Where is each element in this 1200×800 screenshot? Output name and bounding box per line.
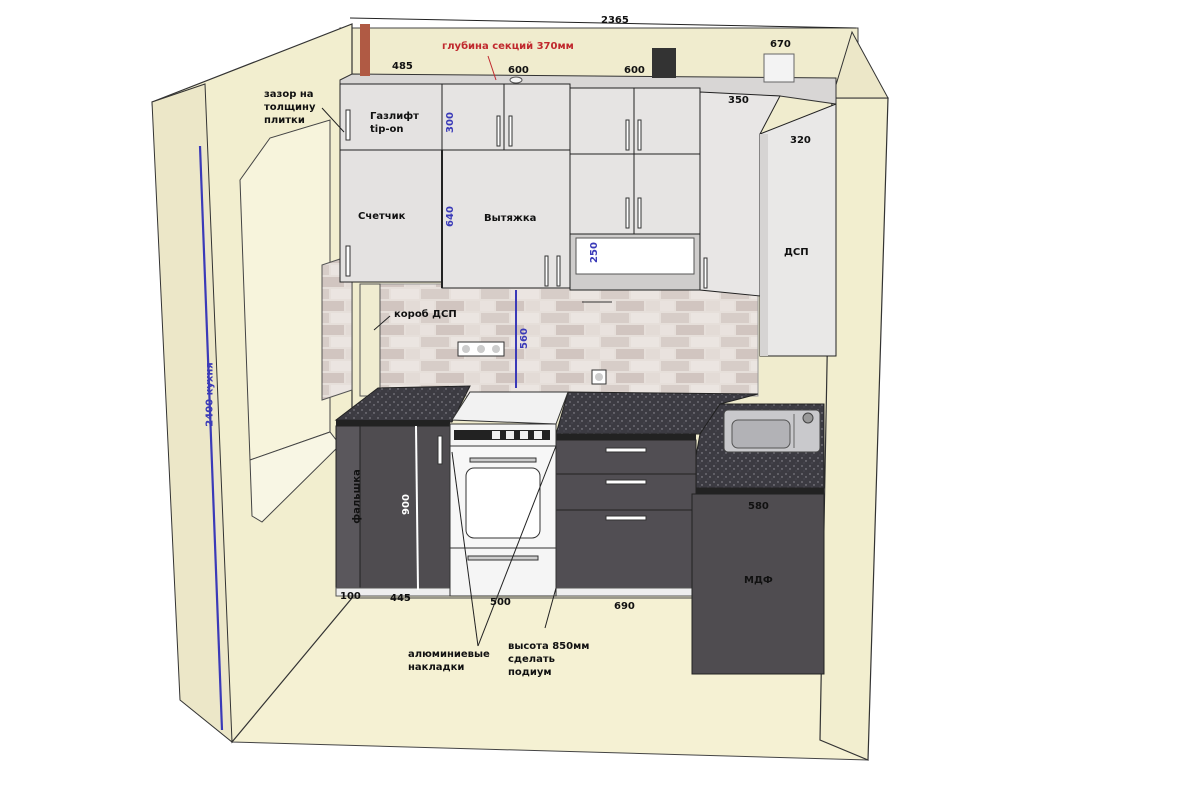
podium-note: высота 850мм сделать подиум <box>508 641 590 678</box>
window-opening <box>239 119 331 461</box>
dim-900: 900 <box>400 494 412 515</box>
dim-350: 350 <box>728 95 749 106</box>
gaslift-label: Газлифт tip-on <box>370 111 419 135</box>
leader-line-box <box>373 315 391 331</box>
vent-box <box>652 48 676 78</box>
dim-580: 580 <box>748 501 769 512</box>
aluminium-note: алюминиевые накладки <box>408 649 490 673</box>
left-wall-front <box>151 83 233 744</box>
dim-600-a: 600 <box>508 65 529 76</box>
overall-dimension-line <box>349 17 857 29</box>
hood-label: Вытяжка <box>484 213 537 224</box>
countertop-edge-corner <box>690 488 824 494</box>
dim-100: 100 <box>340 591 361 602</box>
dim-445: 445 <box>390 593 411 604</box>
box-dsp-label: короб ДСП <box>394 309 457 320</box>
dim-600-b: 600 <box>624 65 645 76</box>
dim-300: 300 <box>444 112 456 133</box>
dim-485: 485 <box>392 61 413 72</box>
leader-line-3 <box>544 587 557 629</box>
leader-line-1 <box>451 451 479 647</box>
stove <box>449 391 569 597</box>
boiler-box <box>763 53 795 83</box>
upper-cabinets <box>339 73 837 357</box>
kitchen-height-label: 2400 кухня <box>204 362 216 427</box>
countertop-edge-right <box>556 434 696 440</box>
right-wall-edge <box>831 30 889 99</box>
dim-500: 500 <box>490 597 511 608</box>
meter-label: Счетчик <box>358 211 406 222</box>
round-vent <box>509 76 523 84</box>
dsp-label: ДСП <box>784 247 809 258</box>
depth-note-label: глубина секций 370мм <box>442 41 574 52</box>
filler-label: фальшка <box>351 469 363 524</box>
dim-670: 670 <box>770 39 791 50</box>
sink <box>723 409 821 453</box>
socket-block <box>457 341 607 385</box>
mdf-label: МДФ <box>744 575 773 586</box>
countertop-edge <box>336 420 450 426</box>
gas-pipe <box>360 24 370 76</box>
window-sill <box>249 431 341 523</box>
leader-line-depth <box>487 55 497 81</box>
dim-640: 640 <box>444 206 456 227</box>
height-dimension-line <box>198 145 224 731</box>
dim-250: 250 <box>588 242 600 263</box>
dim-560: 560 <box>518 328 530 349</box>
leader-line-2 <box>477 445 557 647</box>
box-dsp <box>359 283 381 397</box>
dim-690: 690 <box>614 601 635 612</box>
dim-320: 320 <box>790 135 811 146</box>
leader-line-tile <box>321 107 345 133</box>
lower-cabinets <box>335 425 825 675</box>
tile-gap-note: зазор на толщину плитки <box>264 89 316 126</box>
backsplash <box>377 283 759 397</box>
overall-width-label: 2365 <box>601 15 629 26</box>
base-dimension-line <box>415 425 419 591</box>
